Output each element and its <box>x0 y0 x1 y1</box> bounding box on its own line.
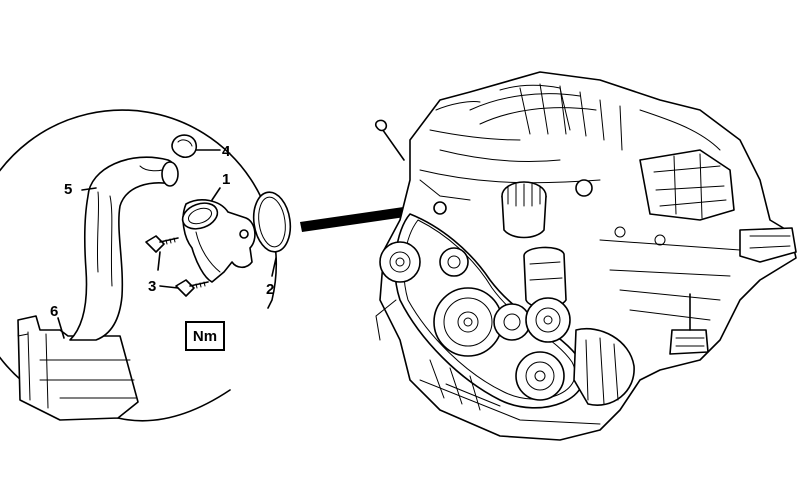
callout-1: 1 <box>222 171 230 188</box>
torque-box: Nm <box>185 321 225 351</box>
detail-view <box>0 109 292 422</box>
callout-2: 2 <box>266 281 274 298</box>
callout-6: 6 <box>50 303 58 320</box>
callout-4: 4 <box>222 143 231 160</box>
engine-assembly <box>374 71 797 441</box>
sealing-cap <box>171 134 221 159</box>
bolts <box>145 235 209 297</box>
torque-label: Nm <box>193 328 217 345</box>
detail-circle-outline <box>0 109 277 419</box>
gasket-ring <box>252 191 292 277</box>
callout-3: 3 <box>148 278 156 295</box>
radiator <box>17 315 139 421</box>
coolant-hose <box>69 156 179 341</box>
callout-5: 5 <box>64 181 72 198</box>
pulleys <box>379 241 571 401</box>
coolant-flange <box>181 187 256 283</box>
